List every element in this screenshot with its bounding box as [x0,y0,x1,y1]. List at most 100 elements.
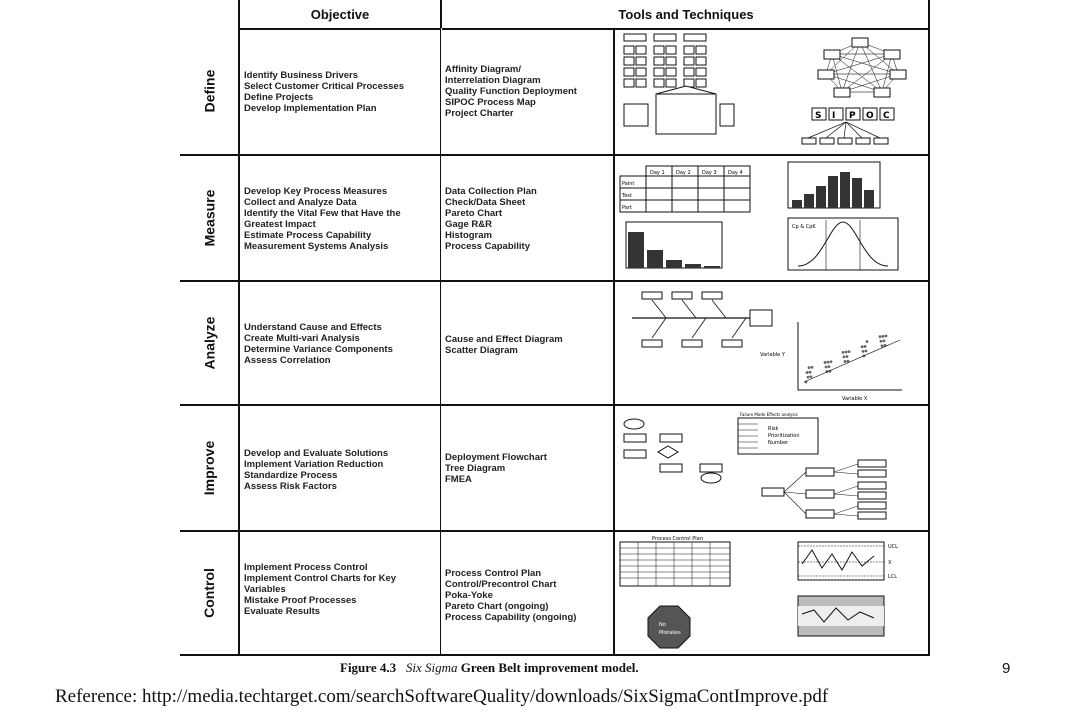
reference-link[interactable]: Reference: http://media.techtarget.com/s… [55,686,829,707]
sipoc-step [855,137,871,145]
sipoc-box [862,107,878,121]
scatter-point [842,355,846,359]
control-plan-table [619,541,731,587]
capability-label: Cp & CpK [792,224,816,230]
scatter-point [882,339,886,343]
poka-yoke-sign [647,605,691,649]
caption-text: Green Belt improvement model. [460,660,639,675]
check-row-label: Paint [622,181,634,187]
sipoc-step [873,137,889,145]
six-sigma-figure: Objective Tools and Techniques Define Id… [180,0,930,656]
tree-link [783,491,807,495]
scatter-point [806,375,810,379]
tool-item: Project Charter [445,108,514,119]
objective-item: Develop Key Process Measures [244,186,388,197]
histogram-bar [852,178,862,208]
affinity-card [635,45,647,55]
phase-label: Improve [180,406,240,530]
sipoc-line [843,121,847,139]
precontrol-zone [798,606,884,626]
objective-item: Implement Variation Reduction [244,459,384,470]
tree-leaf [857,511,887,520]
qfd-roof [655,85,717,95]
affinity-card [623,67,635,77]
affinity-card [665,45,677,55]
improve-visuals: Failure Mode Effects analysisRiskPriorit… [623,412,887,520]
check-row-label: Part [622,205,632,211]
relation-node [823,49,841,60]
affinity-card [653,45,665,55]
pareto-bar [628,232,644,268]
relation-line [825,73,883,93]
check-cell [723,187,751,201]
check-cell [645,199,673,213]
check-cell [697,175,725,189]
tree-node [805,509,835,519]
trend-line [803,339,901,383]
control-chart-frame [797,541,885,581]
flow-decision [657,445,679,459]
flow-step [699,463,723,473]
affinity-card [683,56,695,66]
sipoc-line [807,121,847,139]
page-number: 9 [1002,660,1011,677]
objective-item: Measurement Systems Analysis [244,241,389,252]
flow-step [623,433,647,443]
sipoc-line [845,121,881,139]
objective-item: Develop and Evaluate Solutions [244,448,389,459]
fmea-rpn: Prioritization [768,433,800,439]
qfd-box [719,103,735,127]
objective-item: Mistake Proof Processes [244,595,357,606]
tool-item: Quality Function Deployment [445,86,577,97]
check-col-label: Day 1 [650,170,665,176]
scatter-point [827,365,831,369]
affinity-card [623,45,635,55]
tree-link [833,471,859,475]
affinity-card [653,67,665,77]
scatter-ylabel: Variable Y [760,352,786,358]
scatter-point [847,350,851,354]
poka-yoke-text: Mistakes [659,630,681,636]
scatter-point [841,350,845,354]
affinity-card [623,78,635,88]
tool-item: Check/Data Sheet [445,197,526,208]
phase-label: Analyze [180,282,240,404]
tool-item: Tree Diagram [445,463,506,474]
tool-item: Gage R&R [445,219,492,230]
figure-caption: Figure 4.3 Six Sigma Green Belt improvem… [340,660,639,676]
affinity-header [683,33,707,42]
tree-leaf [857,481,887,490]
tool-item: Pareto Chart [445,208,503,219]
affinity-card [695,78,707,88]
sipoc-box [828,107,844,121]
tool-item: Control/Precontrol Chart [445,579,557,590]
affinity-card [653,56,665,66]
objective-item: Create Multi-vari Analysis [244,333,360,344]
tree-leaf [857,469,887,478]
tree-node [805,489,835,499]
scatter-point [861,349,865,353]
control-line [801,549,875,571]
check-cell [671,175,699,189]
scatter-point [829,360,833,364]
relation-line [859,41,883,93]
histogram-bar [840,172,850,208]
relation-node [817,69,835,80]
objective-item: Estimate Process Capability [244,230,372,241]
check-cell [671,187,699,201]
check-col-label: Day 4 [728,170,743,176]
relation-line [841,41,861,93]
affinity-card [695,45,707,55]
sipoc-letter: I [832,111,835,121]
